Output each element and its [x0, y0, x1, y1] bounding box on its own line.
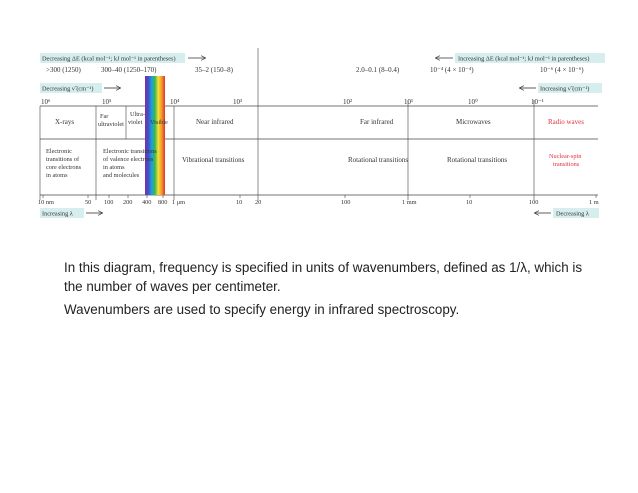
wavelength-tick-50: 50	[85, 199, 91, 206]
energy-left-label-box	[40, 53, 185, 63]
region-visible: Visible	[150, 119, 168, 126]
caption-wavenumber-definition: In this diagram, frequency is specified …	[64, 260, 583, 294]
wavenumber-tick-2: 10⁵	[102, 98, 112, 106]
wavelength-tick-10mm: 10	[466, 199, 472, 206]
wavelength-tick-1mm: 1 mm	[402, 199, 417, 206]
wavenumber-right-label-box	[538, 83, 602, 93]
wavelength-tick-10nm: 10 nm	[38, 199, 54, 206]
wavenumber-tick-7: 10⁰	[468, 98, 478, 106]
wavenumber-right-label: Increasing ν̃ (cm⁻¹)	[540, 86, 589, 93]
wavelength-tick-20um: 20	[255, 199, 261, 206]
energy-value-ir: 35–2 (150–8)	[195, 66, 234, 74]
wavelength-tick-800: 800	[158, 199, 167, 206]
wavelength-ticks	[42, 195, 597, 198]
wavelength-tick-100: 100	[104, 199, 113, 206]
energy-right-label: Increasing ΔE (kcal mol⁻¹; kJ mol⁻¹ in p…	[458, 56, 589, 63]
wavelength-left-label: Increasing λ	[42, 211, 74, 218]
electromagnetic-spectrum-diagram: Decreasing ΔE (kcal mol⁻¹; kJ mol⁻¹ in p…	[38, 48, 605, 218]
caption-infrared-usage: Wavenumbers are used to specify energy i…	[64, 302, 460, 317]
region-microwaves: Microwaves	[456, 118, 491, 126]
energy-right-label-box	[455, 53, 605, 63]
wavenumber-tick-6: 10¹	[404, 98, 413, 106]
wavelength-tick-10um: 10	[236, 199, 242, 206]
wavenumber-left-label: Decreasing ν̃ (cm⁻¹)	[42, 86, 93, 93]
wavelength-left-label-box	[40, 208, 84, 218]
wavelength-tick-1um: 1 μm	[172, 199, 185, 206]
wavenumber-tick-4: 10³	[233, 98, 242, 106]
energy-left-label: Decreasing ΔE (kcal mol⁻¹; kJ mol⁻¹ in p…	[42, 56, 176, 63]
wavenumber-tick-8: 10⁻¹	[531, 98, 544, 106]
energy-value-microwave: 10⁻⁴ (4 × 10⁻⁴)	[430, 66, 474, 74]
visible-spectrum-band	[145, 76, 165, 195]
region-far-ir: Far infrared	[360, 118, 394, 126]
wavelength-tick-100mm: 100	[529, 199, 538, 206]
transition-rotational-2: Rotational transitions	[447, 156, 507, 164]
wavelength-tick-1m: 1 m	[589, 199, 599, 206]
region-near-ir: Near infrared	[196, 118, 234, 126]
region-radio: Radio waves	[548, 118, 584, 126]
transition-vibrational: Vibrational transitions	[182, 156, 245, 164]
energy-value-radio: 10⁻⁶ (4 × 10⁻⁶)	[540, 66, 584, 74]
wavelength-right-label-box	[553, 208, 599, 218]
wavenumber-tick-5: 10²	[343, 98, 352, 106]
region-xrays: X-rays	[55, 118, 74, 126]
region-uv: Ultra-violet	[128, 111, 145, 126]
wavenumber-left-label-box	[40, 83, 102, 93]
wavelength-tick-400: 400	[142, 199, 151, 206]
wavelength-tick-200: 200	[123, 199, 132, 206]
transition-rotational-1: Rotational transitions	[348, 156, 408, 164]
wavelength-tick-100um: 100	[341, 199, 350, 206]
energy-value-far-ir: 2.0–0.1 (8–0.4)	[356, 66, 400, 74]
energy-value-xray: >300 (1250)	[46, 66, 82, 74]
energy-value-uv: 300–40 (1250–170)	[101, 66, 157, 74]
wavenumber-tick-1: 10⁶	[41, 98, 51, 106]
wavenumber-tick-3: 10⁴	[170, 98, 180, 106]
wavelength-right-label: Decreasing λ	[556, 211, 590, 218]
